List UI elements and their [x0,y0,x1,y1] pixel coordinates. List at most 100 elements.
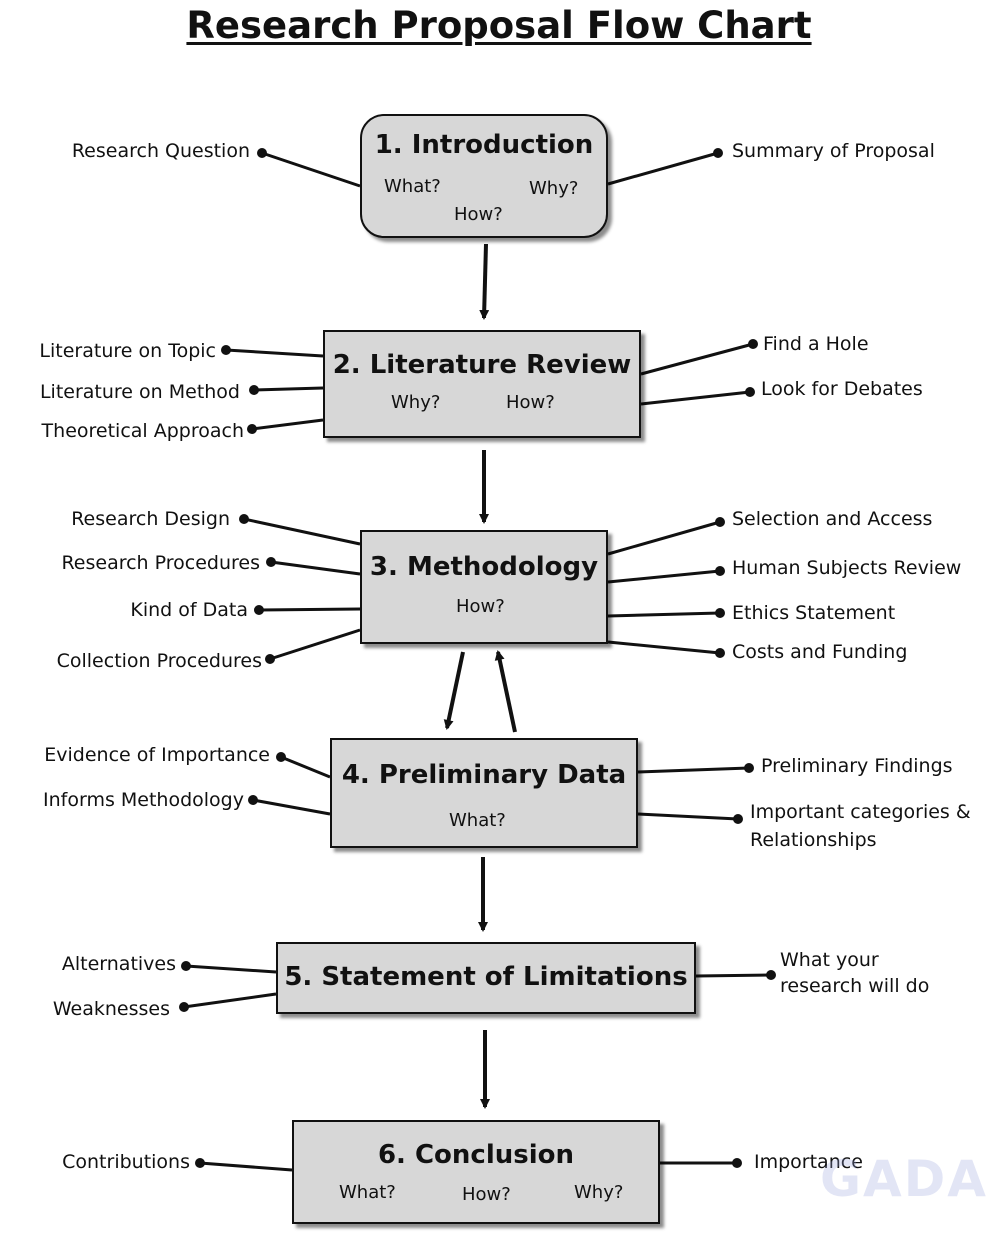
connector-line [607,151,719,186]
connector-line [637,766,750,774]
connector-line [225,348,324,358]
connector-line [199,1161,293,1172]
step-introduction: 1. Introduction What? Why? How? [360,114,608,238]
connector-line [269,628,361,661]
connector-dot [221,345,231,355]
connector-dot [766,970,776,980]
side-label: Look for Debates [761,378,923,400]
connector-dot [715,648,725,658]
connector-line [607,611,721,618]
connector-dot [249,385,259,395]
connector-line [280,755,331,779]
side-label: Costs and Funding [732,641,908,663]
step-preliminary-data: 4. Preliminary Data What? [330,738,638,848]
connector-dot [179,1002,189,1012]
connector-dot [733,814,743,824]
step-title: 5. Statement of Limitations [284,962,688,992]
step-methodology: 3. Methodology How? [360,530,608,644]
side-label: Summary of Proposal [732,140,935,162]
side-label: Literature on Method [39,381,240,403]
connector-line [637,812,739,821]
connector-dot [247,424,257,434]
connector-line [261,151,361,188]
connector-dot [745,387,755,397]
connector-dot [257,148,267,158]
step-conclusion: 6. Conclusion What? How? Why? [292,1120,660,1224]
side-label: Collection Procedures [56,650,262,672]
connector-dot [713,148,723,158]
step-question: Why? [391,392,441,413]
step-title: 4. Preliminary Data [341,760,627,790]
step-statement-of-limitations: 5. Statement of Limitations [276,942,696,1014]
connector-dot [239,514,249,524]
connector-dot [748,339,758,349]
step-question: How? [456,596,505,617]
side-label: Importance [754,1151,863,1173]
connector-dot [276,752,286,762]
side-label: Weaknesses [52,998,170,1020]
side-label: Literature on Topic [39,340,216,362]
side-label: Theoretical Approach [41,420,244,442]
step-question: Why? [529,178,579,199]
step-title: 2. Literature Review [332,350,632,380]
connector-dot [248,795,258,805]
step-question: What? [449,810,506,831]
connector-line [607,520,721,556]
connector-line [185,964,277,974]
connector-dot [266,557,276,567]
watermark-logo: GADA [820,1150,988,1208]
chart-title: Research Proposal Flow Chart [186,4,812,47]
connector-dot [732,1158,742,1168]
step-literature-review: 2. Literature Review Why? How? [323,330,641,438]
connector-dot [715,608,725,618]
step-title: 1. Introduction [374,130,594,160]
side-label: Human Subjects Review [732,557,962,579]
step-title: 3. Methodology [369,552,599,582]
side-label: What your research will do [780,949,930,997]
connector-dot [715,566,725,576]
side-label: Research Design [71,508,230,530]
connector-line [183,992,277,1009]
step-question: What? [339,1182,396,1203]
side-label: Important categories & Relationships [750,801,971,851]
step-title: 6. Conclusion [377,1140,575,1170]
side-label: Research Question [71,140,250,162]
step-question: How? [506,392,555,413]
flow-arrow [494,650,517,733]
side-label: Informs Methodology [43,789,244,811]
connector-line [607,640,721,655]
step-question: What? [384,176,441,197]
connector-line [258,607,361,612]
connector-dot [715,517,725,527]
connector-line [252,798,331,816]
step-question: How? [462,1184,511,1205]
side-label: Preliminary Findings [761,755,953,777]
connector-line [270,560,361,576]
step-question: How? [454,204,503,225]
connector-line [607,569,721,584]
connector-dot [254,605,264,615]
connector-line [640,342,754,376]
connector-dot [744,763,754,773]
flow-arrow [479,243,490,320]
connector-line [251,418,324,431]
connector-dot [181,961,191,971]
connector-line [640,390,751,406]
side-label: Ethics Statement [732,602,896,624]
connector-dot [195,1158,205,1168]
side-label: Kind of Data [130,599,248,621]
side-label: Evidence of Importance [44,744,270,766]
step-question: Why? [574,1182,624,1203]
connector-dot [265,654,275,664]
connector-line [253,386,324,392]
connector-line [695,973,772,978]
side-label: Alternatives [61,953,176,975]
side-label: Research Procedures [61,552,260,574]
connector-line [243,517,361,546]
side-label: Contributions [62,1151,190,1173]
side-label: Find a Hole [763,333,869,355]
flow-arrow [443,651,465,730]
side-label: Selection and Access [732,508,933,530]
